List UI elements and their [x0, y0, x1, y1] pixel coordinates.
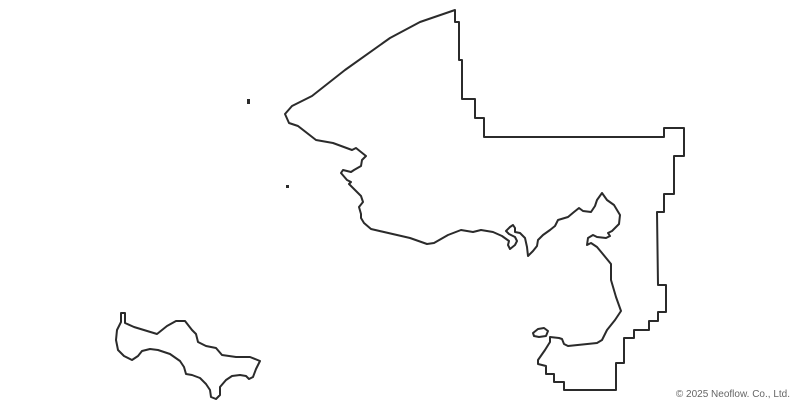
- map-attribution: © 2025 Neoflow. Co., Ltd.: [675, 389, 790, 400]
- main-region-boundary: [284, 9, 685, 391]
- southwest-island-boundary: [115, 312, 261, 400]
- tiny-islet-west: [286, 185, 289, 188]
- tiny-islet-north: [247, 99, 250, 104]
- small-island-boundary: [532, 327, 549, 338]
